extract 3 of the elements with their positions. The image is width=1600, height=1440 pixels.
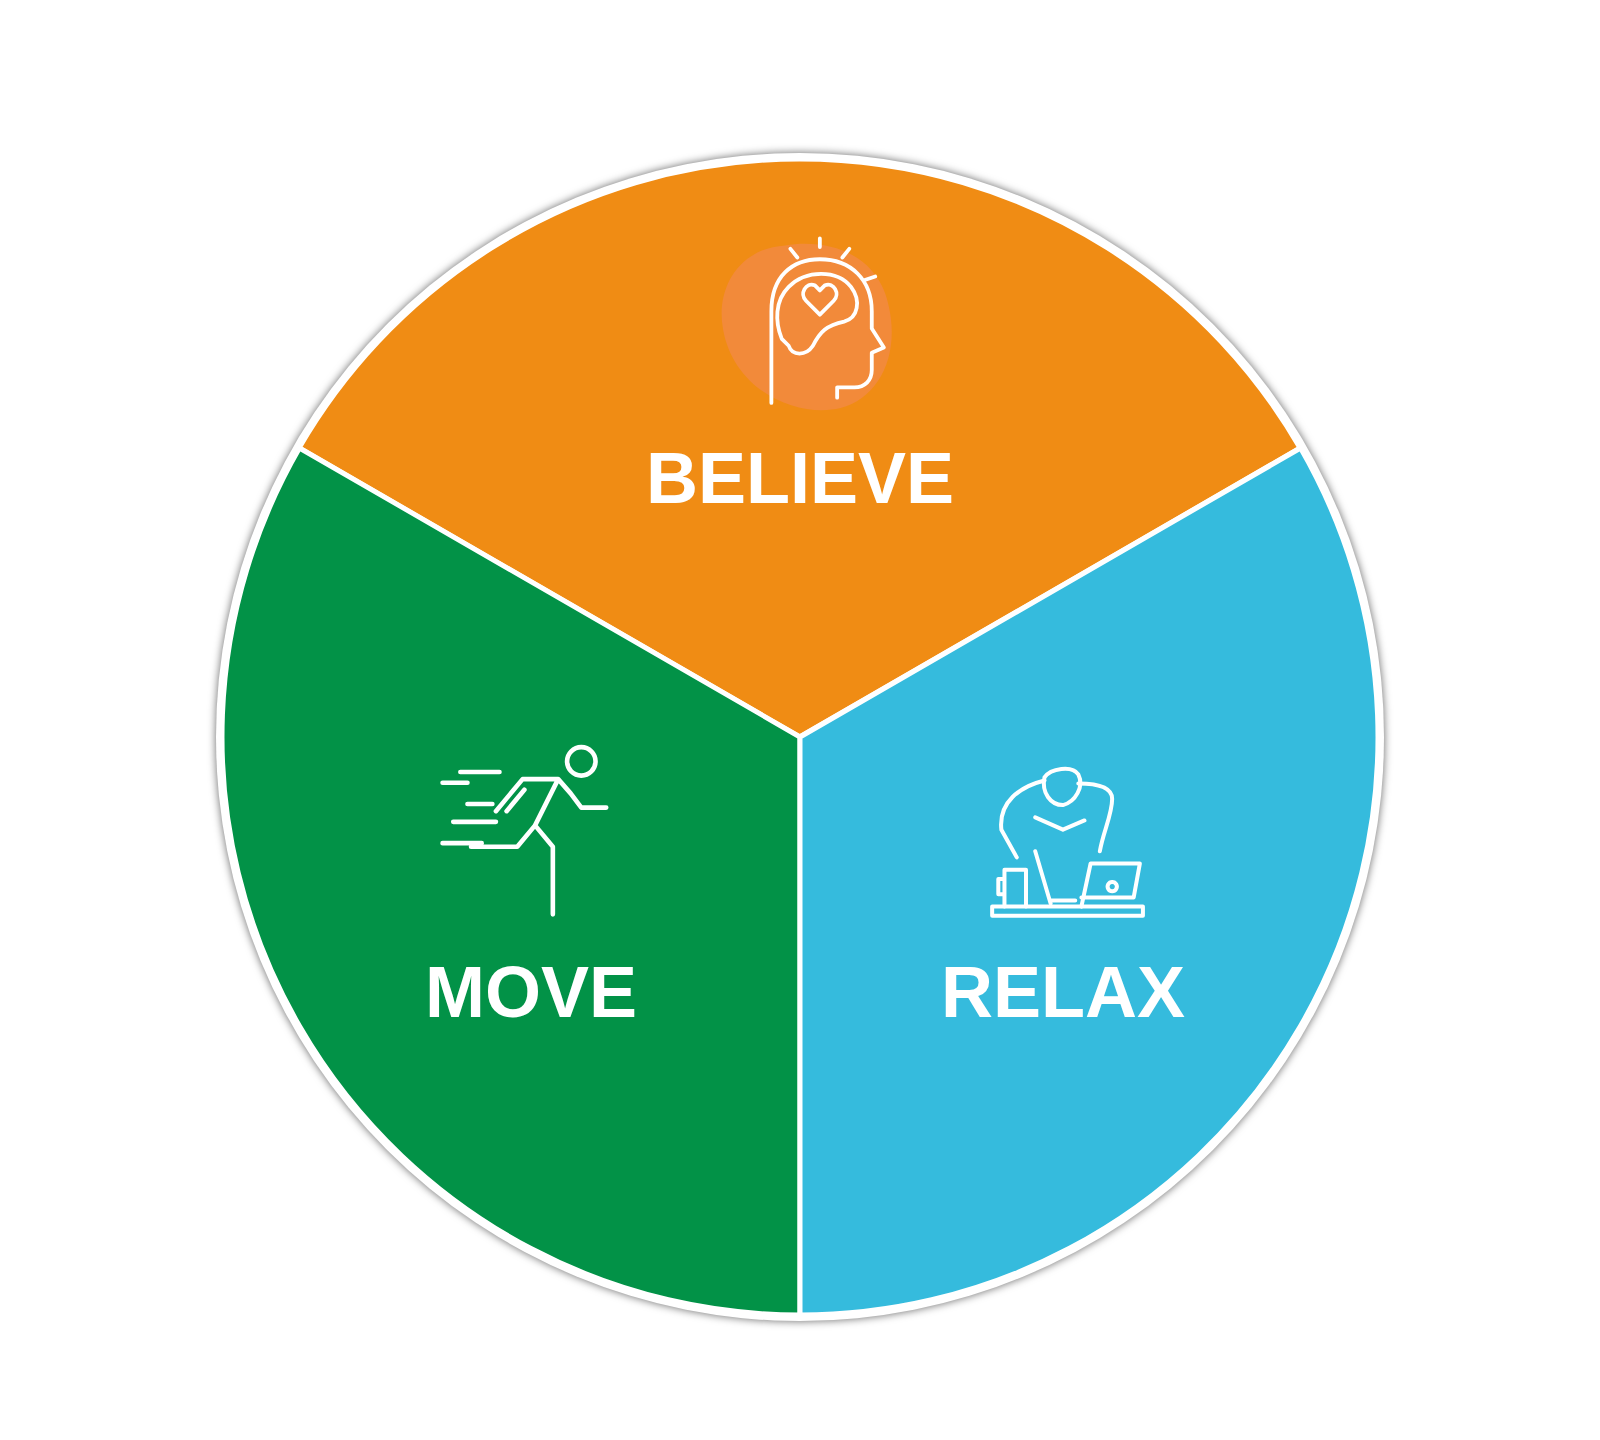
sector-label: MOVE xyxy=(425,956,637,1028)
sector-label: RELAX xyxy=(941,956,1185,1028)
sector-label: BELIEVE xyxy=(645,442,954,514)
